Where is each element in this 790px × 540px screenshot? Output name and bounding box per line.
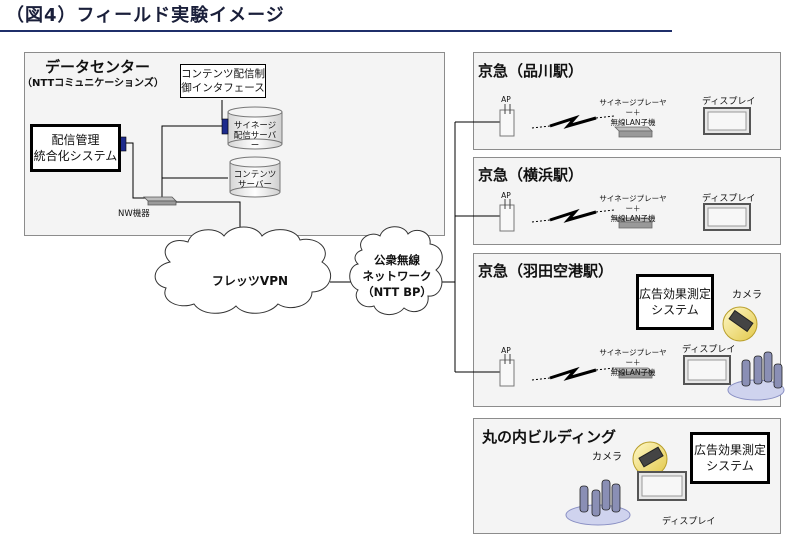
public-wireless-label: 公衆無線 ネットワーク （NTT BP） [362, 253, 432, 299]
display-label-haneda: ディスプレイ [682, 345, 736, 355]
ad-system-box-haneda: 広告効果測定 システム [636, 274, 714, 330]
delivery-system-label: 配信管理 統合化システム [33, 133, 118, 163]
signage-server-label: サイネージ 配信サーバー [233, 121, 277, 151]
building-name-marunouchi: 丸の内ビルディング [482, 428, 616, 446]
content-interface-label: コンテンツ配信制 御インタフェース [181, 68, 265, 94]
marunouchi-equipment [565, 441, 687, 526]
camera-label-haneda: カメラ [732, 290, 762, 301]
ad-system-box-marunouchi: 広告効果測定 システム [690, 432, 770, 484]
datacenter-title: データセンター [45, 58, 151, 76]
camera-label-marunouchi: カメラ [592, 452, 622, 463]
display-label-shinagawa: ディスプレイ [702, 97, 756, 107]
station-name-yokohama: 京急（横浜駅） [478, 166, 584, 184]
signage-server-icon [227, 106, 283, 150]
display-label-yokohama: ディスプレイ [702, 194, 756, 204]
display-label-marunouchi: ディスプレイ [662, 517, 716, 527]
delivery-system-box: 配信管理 統合化システム [30, 124, 121, 172]
flets-vpn-cloud [154, 226, 332, 314]
haneda-equipment [499, 306, 785, 401]
content-interface-box: コンテンツ配信制 御インタフェース [180, 64, 266, 98]
page-title: （図4）フィールド実験イメージ [6, 5, 285, 26]
ap-label-yokohama: AP [501, 191, 511, 200]
ap-label-haneda: AP [501, 346, 511, 355]
public-wireless-cloud [349, 226, 443, 315]
shinagawa-equipment [499, 104, 751, 138]
player-label-haneda: サイネージプレーヤー＋ 無線LAN子機 [599, 348, 667, 377]
ad-system-label-marunouchi: 広告効果測定 システム [693, 443, 766, 473]
station-name-haneda: 京急（羽田空港駅） [478, 262, 614, 280]
flets-vpn-label: フレッツVPN [211, 274, 289, 288]
ap-label-shinagawa: AP [501, 95, 511, 104]
title-divider [0, 30, 672, 32]
content-server-icon [229, 156, 281, 198]
player-label-yokohama: サイネージプレーヤー＋ 無線LAN子機 [599, 194, 667, 223]
player-label-shinagawa: サイネージプレーヤー＋ 無線LAN子機 [599, 98, 667, 127]
station-name-shinagawa: 京急（品川駅） [478, 62, 584, 80]
yokohama-equipment [499, 199, 751, 232]
nw-device-label: NW機器 [118, 209, 150, 219]
ad-system-label-haneda: 広告効果測定 システム [639, 287, 712, 317]
datacenter-subtitle: （NTTコミュニケーションズ） [22, 78, 164, 89]
content-server-label: コンテンツ サーバー [233, 170, 277, 190]
